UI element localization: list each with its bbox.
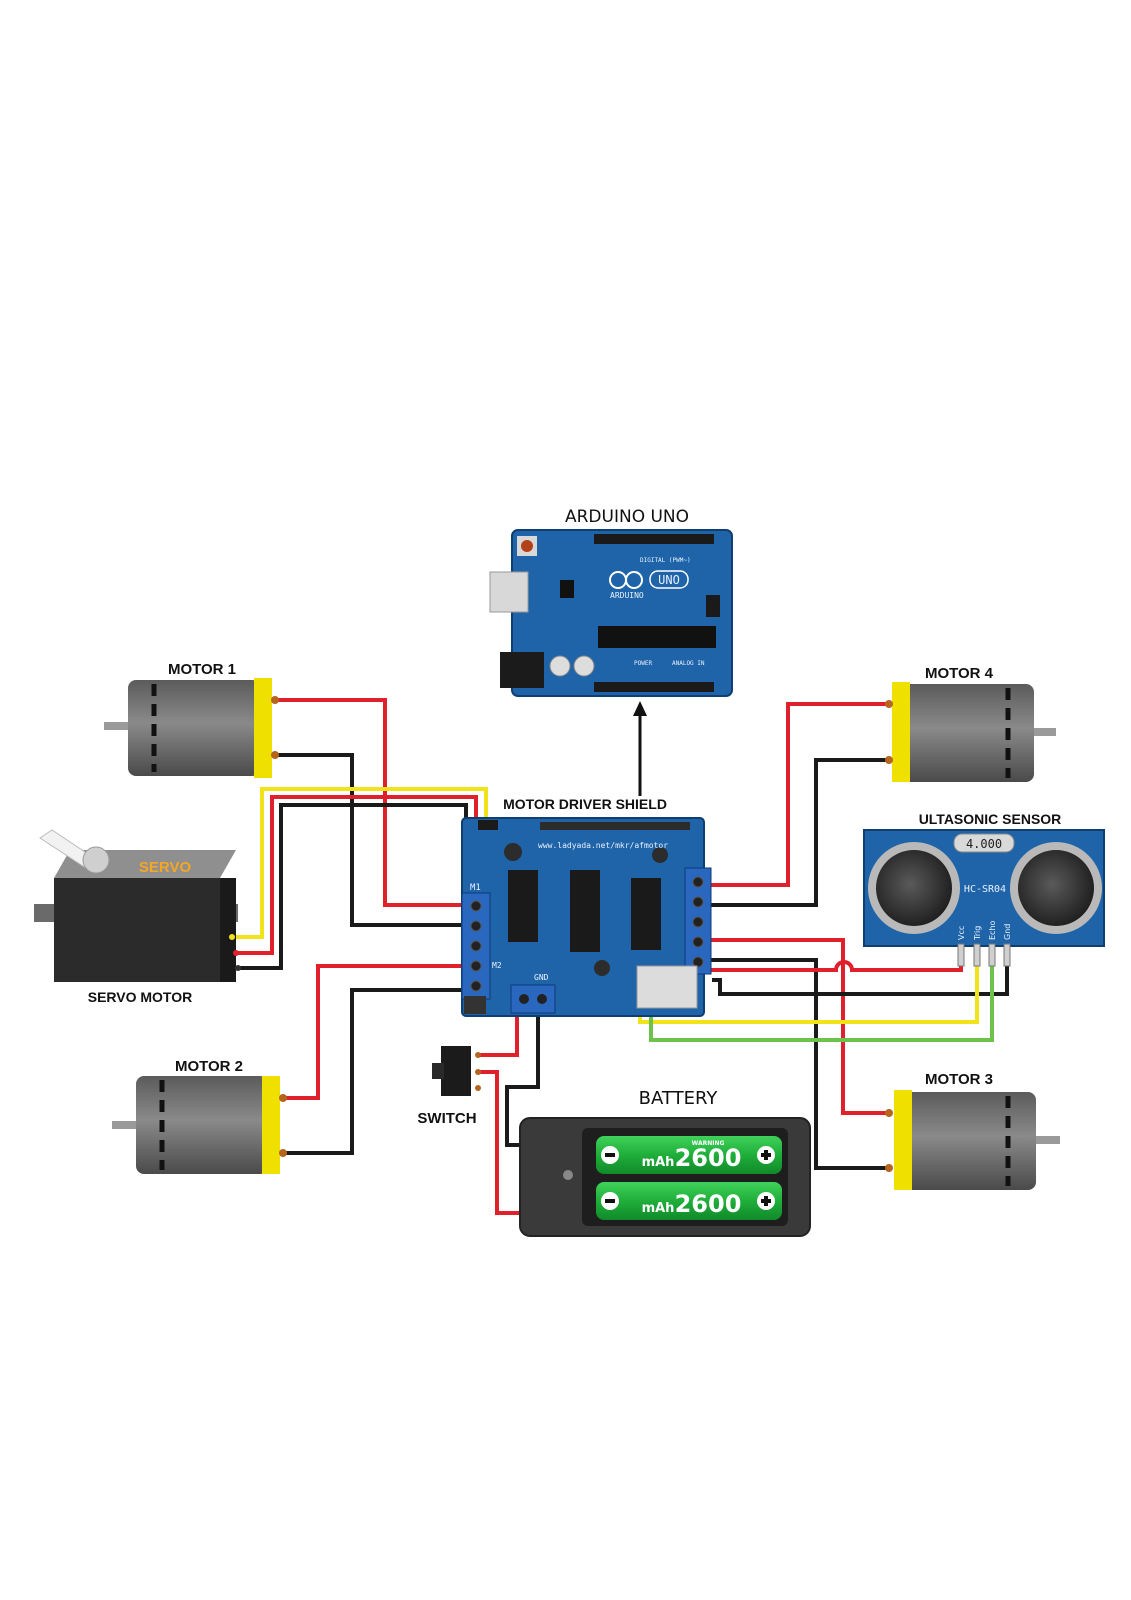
usb-port — [489, 571, 529, 613]
shield-gnd-text: GND — [534, 973, 549, 982]
sensor-vcc-wire — [700, 948, 963, 972]
sensor-gnd-wire — [712, 948, 1009, 996]
wires — [232, 698, 1009, 1215]
arduino-brand-text: ARDUINO — [610, 591, 644, 600]
motor-2 — [112, 1076, 287, 1174]
ext-power-terminal — [510, 984, 556, 1014]
servo-red-wire — [236, 795, 478, 955]
stack-arrow — [633, 701, 647, 796]
arduino-digital-text: DIGITAL (PWM~) — [640, 557, 691, 564]
sensor-pin-label: Trig — [973, 926, 982, 941]
arduino-analog-text: ANALOG IN — [672, 660, 705, 667]
motor1-red-wire — [272, 698, 470, 907]
arduino-logo-text: UNO — [658, 573, 680, 587]
motor-3 — [885, 1090, 1060, 1190]
label-motor-1: MOTOR 1 — [168, 661, 236, 678]
label-motor-2: MOTOR 2 — [175, 1058, 243, 1075]
label-motor-3: MOTOR 3 — [925, 1071, 993, 1088]
battery-cell-1: 2600 mAh WARNING — [596, 1136, 782, 1174]
servo-black-wire — [238, 803, 468, 970]
motor4-red-wire — [700, 702, 890, 887]
sensor-pin-label: Gnd — [1003, 924, 1012, 940]
label-motor-4: MOTOR 4 — [925, 665, 994, 682]
label-motor-driver-shield: MOTOR DRIVER SHIELD — [503, 796, 667, 812]
component-labels: ARDUINO UNO MOTOR DRIVER SHIELD MOTOR 1 … — [88, 507, 1062, 1127]
motor4-black-wire — [700, 758, 890, 907]
motor3-red-wire — [700, 938, 890, 1115]
label-switch: SWITCH — [417, 1110, 476, 1127]
motor-4 — [885, 682, 1056, 782]
cell1-capacity-text: 2600 — [675, 1144, 742, 1172]
motor-1 — [104, 678, 279, 778]
motor-driver-shield: www.ladyada.net/mkr/afmotor M1 M2 GND — [461, 817, 712, 1017]
arduino-infinity-logo — [609, 571, 643, 589]
motor2-red-wire — [280, 964, 470, 1100]
power-jack — [500, 652, 544, 688]
arduino-power-text: POWER — [634, 660, 652, 667]
motor3-black-wire — [700, 958, 890, 1170]
label-servo-motor: SERVO MOTOR — [88, 989, 193, 1005]
cell1-warning-text: WARNING — [692, 1140, 725, 1147]
sensor-display-text: 4.000 — [966, 837, 1002, 851]
ultrasonic-sensor: 4.000 HC-SR04 — [863, 829, 1105, 967]
servo-yellow-wire — [232, 787, 488, 939]
motor1-black-wire — [272, 753, 470, 927]
sensor-echo-wire — [649, 948, 994, 1042]
arduino-uno-board: UNO ARDUINO DIGITAL (PWM~) POWER ANALOG … — [489, 529, 733, 697]
cell1-unit-text: mAh — [642, 1155, 675, 1170]
shield-url-text: www.ladyada.net/mkr/afmotor — [538, 841, 668, 850]
motor2-black-wire — [280, 988, 470, 1155]
sensor-pin-label: Vcc — [957, 926, 966, 940]
slide-switch — [432, 1046, 481, 1096]
label-arduino-uno: ARDUINO UNO — [565, 507, 689, 527]
label-battery: BATTERY — [639, 1088, 719, 1109]
switch-red-wire — [478, 1012, 519, 1057]
crystal-oscillator — [953, 833, 1015, 853]
cell2-unit-text: mAh — [642, 1201, 675, 1216]
shield-m2-text: M2 — [492, 961, 502, 970]
battery-black-wire — [505, 1012, 540, 1147]
cell2-capacity-text: 2600 — [675, 1190, 742, 1218]
battery-cell-2: 2600 mAh — [596, 1182, 782, 1220]
battery-holder: 2600 mAh WARNING 2600 mAh — [519, 1117, 811, 1237]
sensor-model-text: HC-SR04 — [964, 884, 1006, 895]
battery-red-wire — [478, 1070, 520, 1215]
sensor-pin-label: Echo — [988, 920, 997, 940]
label-ultrasonic-sensor: ULTASONIC SENSOR — [919, 811, 1062, 827]
servo-brand-text: SERVO — [139, 859, 192, 876]
servo-motor: SERVO — [34, 829, 241, 982]
shield-m1-text: M1 — [470, 883, 481, 893]
